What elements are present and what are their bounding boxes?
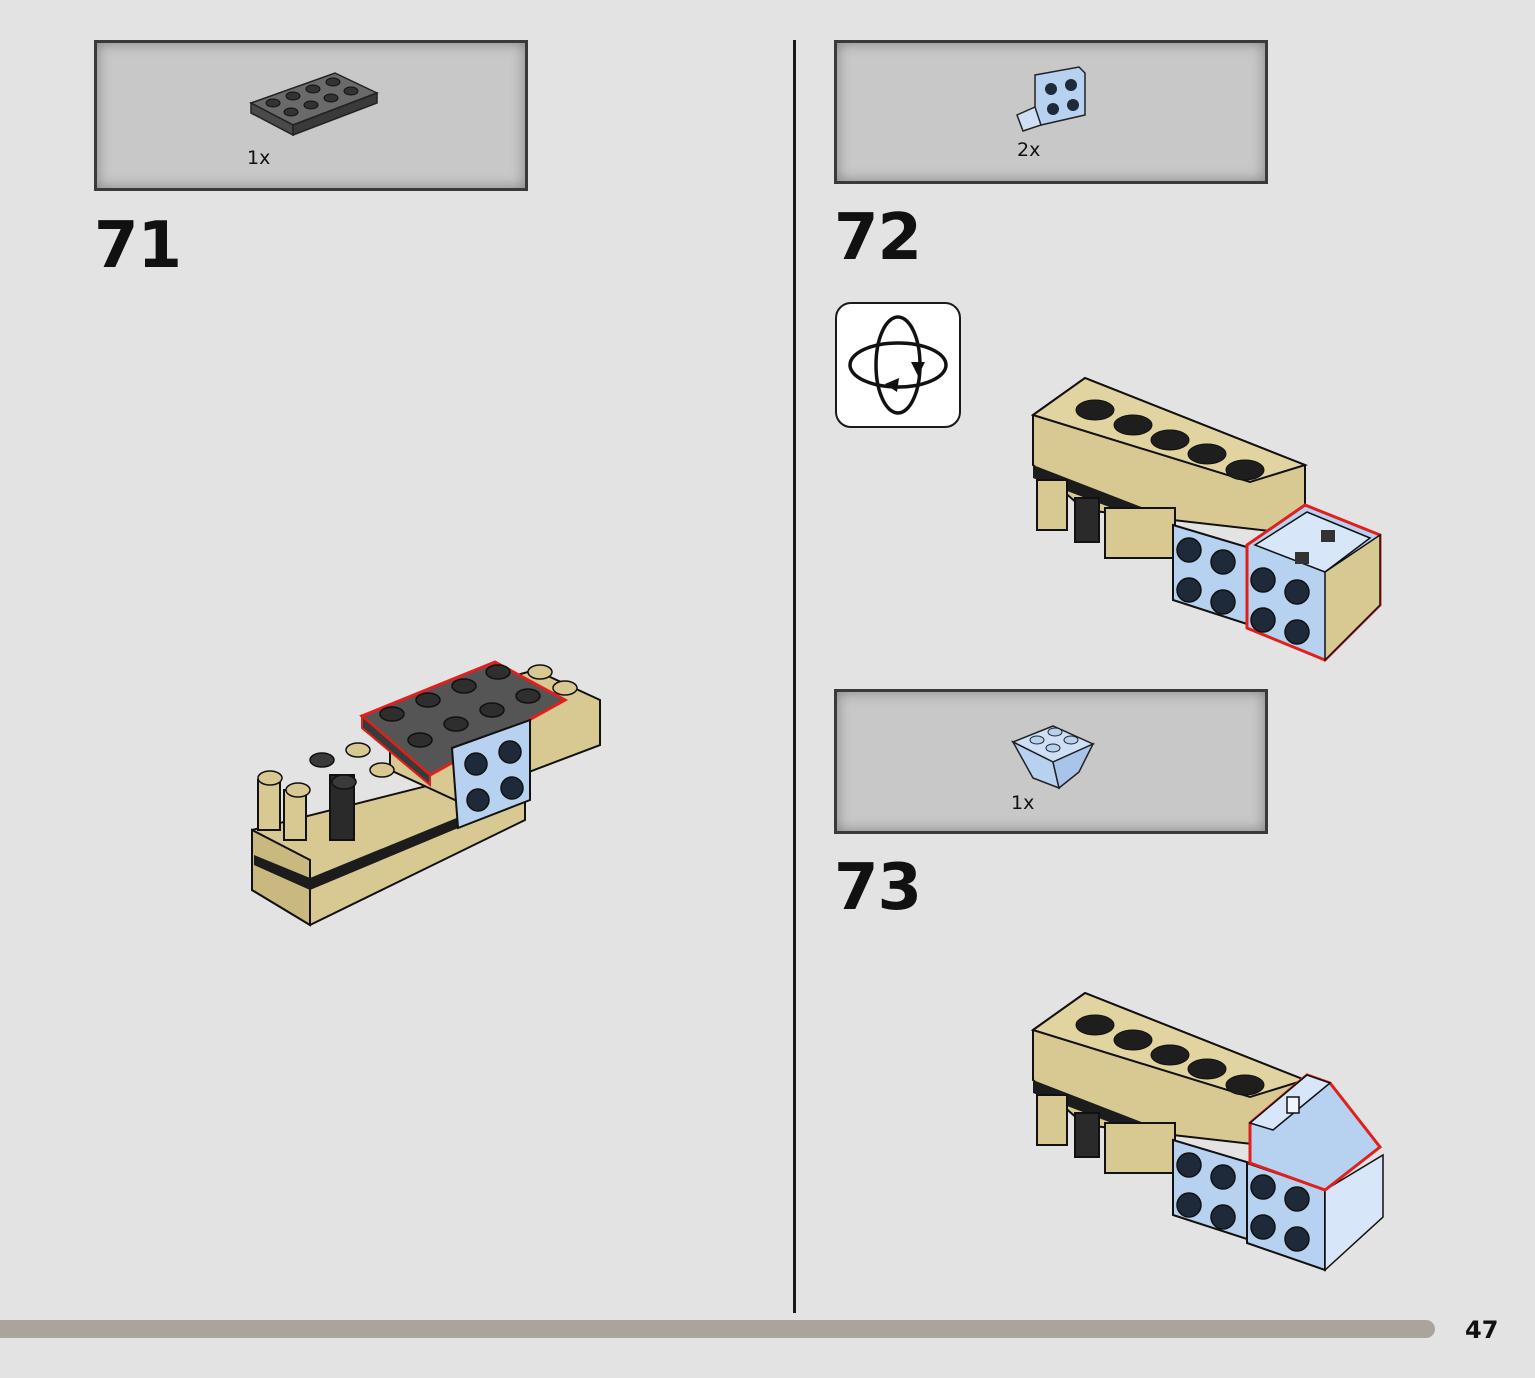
model-illustration-step-73: [1030, 991, 1384, 1272]
part-quantity: 2x: [1017, 139, 1041, 161]
step-number-71: 71: [94, 209, 182, 283]
page-divider: [793, 40, 796, 1313]
parts-callout-step-73: 1x: [834, 689, 1268, 834]
dark-gray-plate-2x4-icon: [249, 72, 379, 137]
light-blue-bracket-icon: [1016, 66, 1086, 132]
part-quantity: 1x: [247, 147, 271, 169]
parts-callout-step-71: 1x: [94, 40, 528, 191]
rotate-model-callout: [835, 302, 961, 428]
page-progress-bar: [0, 1320, 1435, 1338]
model-illustration-step-72: [1030, 376, 1382, 662]
step-number-72: 72: [834, 201, 922, 275]
part-quantity: 1x: [1011, 792, 1035, 814]
page-number: 47: [1465, 1316, 1499, 1344]
rotate-model-icon: [848, 315, 948, 415]
light-blue-inverted-slope-icon: [1011, 725, 1095, 790]
model-illustration-step-71: [251, 660, 601, 927]
step-number-73: 73: [834, 851, 922, 925]
parts-callout-step-72: 2x: [834, 40, 1268, 184]
